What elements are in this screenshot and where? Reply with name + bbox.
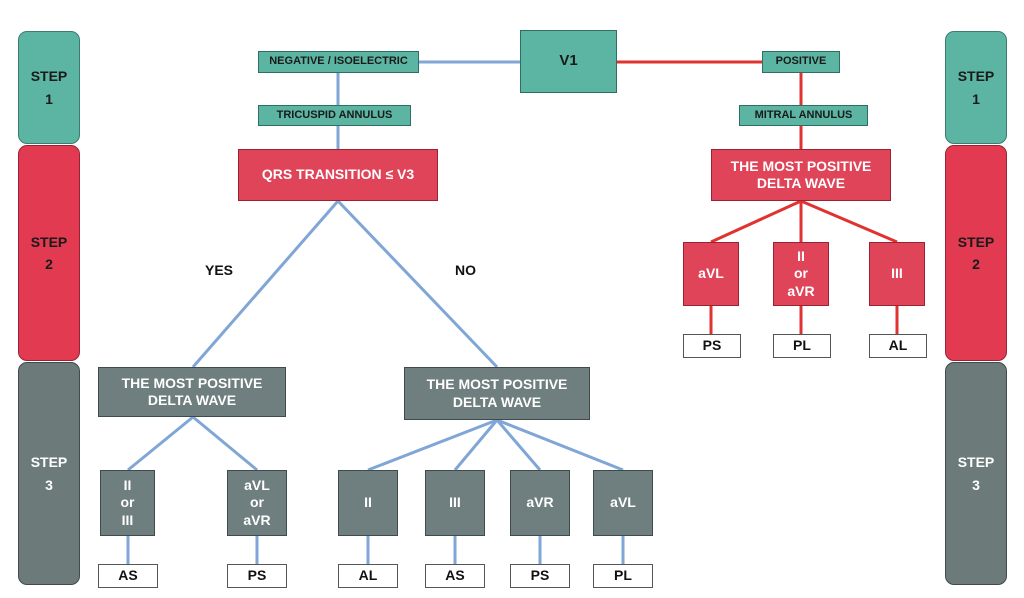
qrs-transition-node: QRS TRANSITION ≤ V3 <box>238 149 438 201</box>
lead-avl-right-node: aVL <box>683 242 739 306</box>
link-no-node-avr <box>495 419 542 471</box>
result-al-right: AL <box>869 334 927 358</box>
no-most-positive-delta-node: THE MOST POSITIVE DELTA WAVE <box>404 367 590 420</box>
tricuspid-annulus-node: TRICUSPID ANNULUS <box>258 105 411 126</box>
link-no-node-avl <box>496 418 624 472</box>
link-qrs-no <box>336 199 499 369</box>
result-as-yes: AS <box>98 564 158 588</box>
lead-ii-node: II <box>338 470 398 536</box>
yes-most-positive-delta-node: THE MOST POSITIVE DELTA WAVE <box>98 367 286 417</box>
step-right-1: STEP 1 <box>945 31 1007 144</box>
link-qrs-yes <box>191 200 340 368</box>
link-rnode-avl <box>710 199 802 244</box>
link-rnode-iii <box>800 199 898 244</box>
lead-avr-node: aVR <box>510 470 570 536</box>
result-pl-no: PL <box>593 564 653 588</box>
link-yes-node-lead1 <box>127 415 194 472</box>
step-left-3: STEP 3 <box>18 362 80 585</box>
result-ps-yes: PS <box>227 564 287 588</box>
step-right-2: STEP 2 <box>945 145 1007 361</box>
result-ps-no: PS <box>510 564 570 588</box>
result-ps-right: PS <box>683 334 741 358</box>
link-no-node-ii <box>367 418 498 472</box>
lead-ii-or-avr-right-node: II or aVR <box>773 242 829 306</box>
right-most-positive-delta-node: THE MOST POSITIVE DELTA WAVE <box>711 149 891 201</box>
result-pl-right: PL <box>773 334 831 358</box>
negative-isoelectric-node: NEGATIVE / ISOELECTRIC <box>258 51 419 73</box>
lead-iii-node: III <box>425 470 485 536</box>
result-as-no: AS <box>425 564 485 588</box>
link-no-node-iii <box>453 419 499 471</box>
link-yes-node-lead2 <box>192 415 258 472</box>
step-right-3: STEP 3 <box>945 362 1007 585</box>
lead-iii-right-node: III <box>869 242 925 306</box>
mitral-annulus-node: MITRAL ANNULUS <box>739 105 868 126</box>
lead-avl-node: aVL <box>593 470 653 536</box>
lead-avl-or-avr-node: aVL or aVR <box>227 470 287 536</box>
no-label: NO <box>455 262 476 278</box>
root-v1-node: V1 <box>520 30 617 93</box>
step-left-2: STEP 2 <box>18 145 80 361</box>
result-al-no: AL <box>338 564 398 588</box>
lead-ii-or-iii-node: II or III <box>100 470 155 536</box>
step-left-1: STEP 1 <box>18 31 80 144</box>
positive-node: POSITIVE <box>762 51 840 73</box>
yes-label: YES <box>205 262 234 278</box>
